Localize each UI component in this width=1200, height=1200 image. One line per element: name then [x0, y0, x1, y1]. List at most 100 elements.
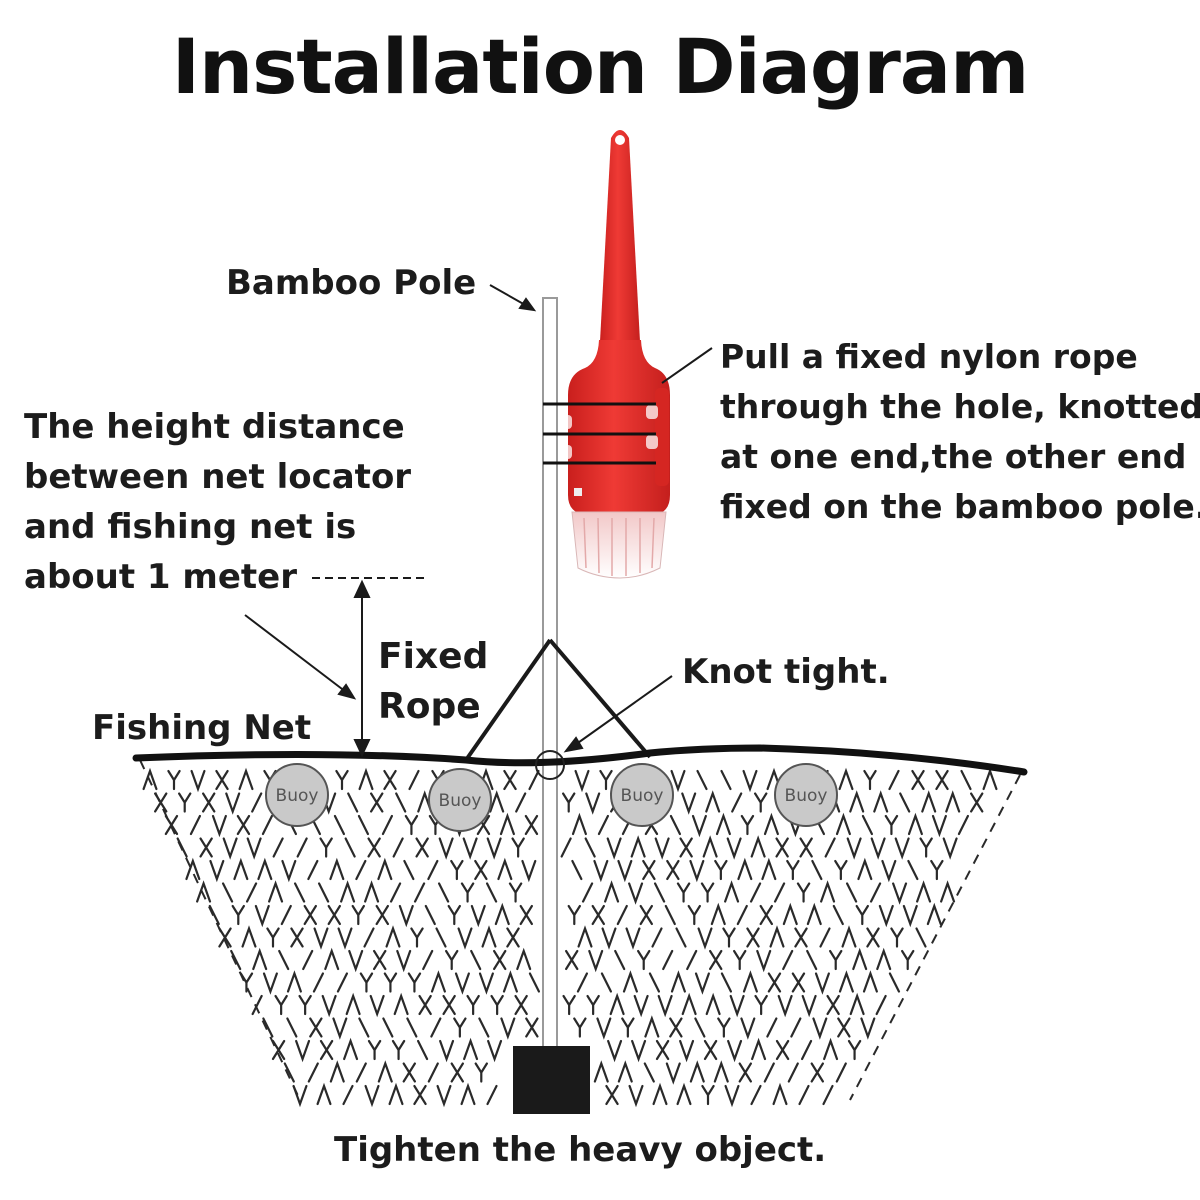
net-mesh-stroke [369, 792, 384, 813]
net-mesh-stroke [606, 837, 622, 860]
buoy: Buoy [610, 763, 674, 827]
net-mesh-stroke [286, 1017, 298, 1038]
net-mesh-stroke [383, 972, 398, 993]
net-mesh-stroke [363, 927, 375, 948]
net-mesh-stroke [689, 1060, 705, 1083]
net-mesh-stroke [221, 882, 234, 903]
net-mesh-stroke [377, 857, 393, 881]
net-mesh-stroke [855, 904, 870, 926]
net-mesh-stroke [190, 769, 206, 793]
net-mesh-stroke [708, 949, 723, 971]
support-rope-right [548, 638, 652, 759]
net-mesh-stroke [888, 769, 900, 791]
net-mesh-stroke [926, 902, 942, 926]
page-title: Installation Diagram [171, 22, 1030, 111]
net-mesh-stroke [899, 792, 911, 813]
net-mesh-stroke [245, 882, 258, 903]
net-mesh-stroke [403, 859, 415, 881]
net-mesh-stroke [442, 994, 456, 1016]
net-mesh-stroke [499, 812, 515, 836]
net-mesh-stroke [489, 790, 505, 813]
net-mesh-stroke [782, 902, 798, 926]
net-mesh-stroke [415, 837, 429, 858]
knot-circle [535, 750, 565, 780]
net-mesh-stroke [731, 792, 743, 813]
fishing-net-mesh [142, 767, 998, 1108]
net-mesh-stroke [470, 904, 486, 928]
net-mesh-stroke [644, 1015, 660, 1038]
net-mesh-stroke [593, 1060, 609, 1083]
net-mesh-stroke [812, 1017, 828, 1040]
locator-side-tab [655, 388, 669, 486]
net-mesh-stroke [892, 882, 908, 905]
net-mesh-stroke [915, 927, 927, 948]
net-mesh-stroke [654, 837, 670, 860]
net-mesh-stroke [410, 927, 424, 948]
net-mesh-stroke [519, 904, 534, 926]
net-mesh-stroke [348, 949, 364, 973]
net-mesh-stroke [319, 1039, 334, 1061]
net-mesh-stroke [600, 972, 613, 993]
locator-lens-ribs [583, 517, 655, 576]
net-mesh-stroke [931, 814, 947, 838]
net-mesh-stroke [382, 1017, 394, 1038]
net-mesh-stroke [740, 1017, 756, 1040]
net-mesh-stroke [313, 927, 329, 950]
net-mesh-stroke [846, 837, 862, 860]
height-note-line-2: between net locator [24, 457, 412, 497]
net-mesh-stroke [679, 1039, 695, 1063]
rope-note-label: Pull a fixed nylon rope through the hole… [720, 332, 1200, 532]
net-locator-device [543, 130, 670, 579]
locator-body [568, 340, 670, 515]
net-mesh-stroke [345, 992, 361, 1016]
net-mesh-stroke [283, 1062, 295, 1083]
net-mesh-stroke [794, 927, 808, 948]
net-mesh-stroke [870, 837, 886, 860]
net-mesh-stroke [738, 1062, 753, 1083]
net-mesh-stroke [383, 769, 397, 791]
net-mesh-stroke [272, 837, 284, 858]
net-mesh-stroke [653, 882, 666, 903]
net-mesh-stroke [884, 814, 899, 836]
net-mesh-stroke [502, 970, 518, 993]
net-mesh-stroke [355, 1062, 367, 1083]
net-mesh-stroke [564, 949, 579, 971]
net-mesh-stroke [478, 972, 494, 995]
net-mesh-stroke [377, 1060, 393, 1083]
net-mesh-stroke [916, 880, 932, 903]
locator-antenna [599, 130, 641, 360]
net-mesh-stroke [775, 1039, 790, 1061]
net-mesh-stroke [701, 1084, 715, 1106]
net-mesh-stroke [385, 925, 401, 948]
net-mesh-stroke [777, 994, 793, 1018]
net-mesh-stroke [177, 792, 192, 813]
height-note-line-1: The height distance [24, 407, 405, 447]
bamboo-pole-arrowhead [518, 297, 537, 312]
net-mesh-stroke [700, 882, 715, 903]
net-mesh-stroke [251, 792, 263, 813]
net-mesh-stroke [894, 837, 910, 860]
buoy: Buoy [428, 768, 492, 832]
net-mesh-stroke [364, 1084, 380, 1108]
net-mesh-stroke [470, 949, 482, 971]
net-mesh-stroke [303, 904, 318, 926]
net-mesh-stroke [514, 994, 528, 1016]
net-mesh-stroke [296, 837, 308, 858]
net-mesh-stroke [621, 1017, 635, 1038]
bamboo-pole-pointer [489, 284, 528, 307]
net-mesh-stroke [290, 927, 304, 948]
net-mesh-stroke [766, 1017, 778, 1038]
net-mesh-stroke [860, 1017, 876, 1040]
net-mesh-stroke [888, 972, 901, 993]
net-mesh-stroke [450, 859, 464, 881]
net-mesh-stroke [225, 792, 241, 815]
height-note-line-3: and fishing net is [24, 507, 357, 547]
locator-hole-1 [558, 415, 572, 429]
net-mesh-stroke [787, 1062, 799, 1083]
net-mesh-stroke [666, 859, 680, 881]
net-mesh-stroke [487, 1039, 503, 1063]
locator-hole-2 [558, 445, 572, 459]
net-mesh-stroke [786, 859, 800, 881]
